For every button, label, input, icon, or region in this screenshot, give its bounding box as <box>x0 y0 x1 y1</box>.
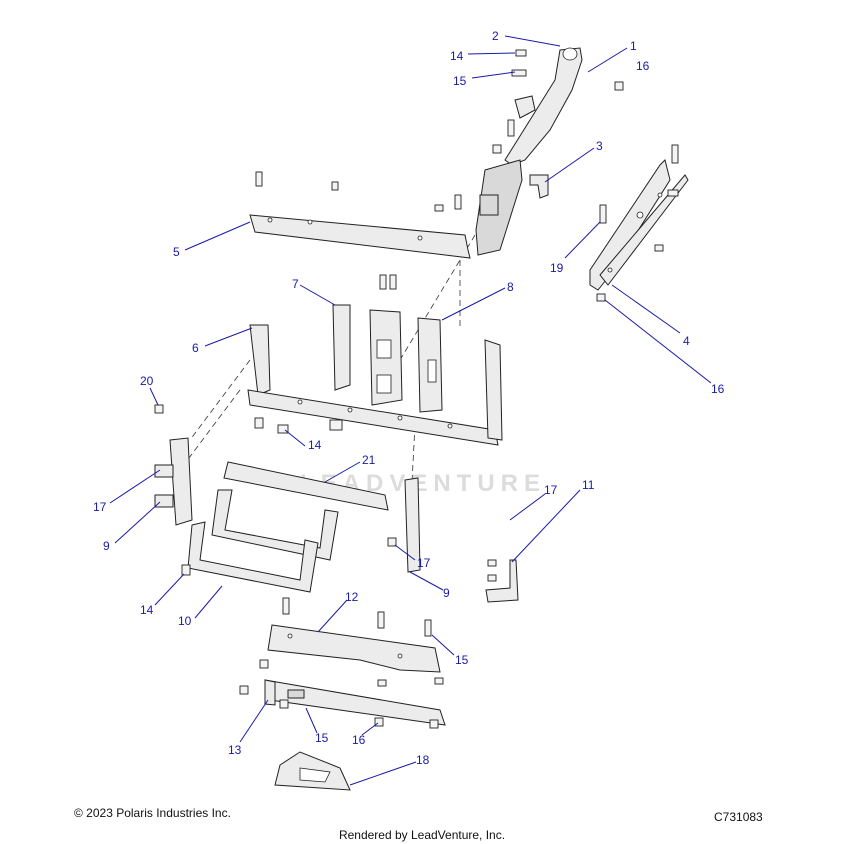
callout-label: 15 <box>453 74 467 88</box>
callout-label: 7 <box>292 277 299 291</box>
part-left-side-bracket <box>154 437 193 526</box>
callout-label: 20 <box>140 374 154 388</box>
callout-label: 11 <box>582 478 595 492</box>
rendered-by-text: Rendered by LeadVenture, Inc. <box>338 828 506 842</box>
callout-label: 15 <box>455 653 469 667</box>
part-bottom-rail <box>264 679 446 726</box>
callout-label: 14 <box>308 438 322 452</box>
callout-label: 1 <box>630 39 637 53</box>
callout-label: 4 <box>683 334 690 348</box>
part-upper-crossbar <box>249 214 471 259</box>
part-right-small-bracket <box>404 477 421 573</box>
leader-lines <box>109 35 712 786</box>
callout-label: 19 <box>550 261 564 275</box>
callout-label: 12 <box>345 590 359 604</box>
callout-label: 6 <box>192 341 199 355</box>
callout-label: 21 <box>362 453 376 467</box>
figure-id: C731083 <box>714 810 763 824</box>
part-upper-plate <box>211 461 389 561</box>
part-right-rail <box>589 159 689 291</box>
callout-label: 18 <box>416 753 430 767</box>
callout-label: 2 <box>492 29 499 43</box>
part-lower-crossbar <box>267 624 441 673</box>
callout-label: 17 <box>417 556 431 570</box>
copyright-text: © 2023 Polaris Industries Inc. <box>74 806 231 820</box>
callout-labels: 1 2 14 15 16 3 5 19 7 8 6 4 20 16 14 21 … <box>93 29 725 767</box>
part-small-bracket <box>529 174 549 199</box>
part-vertical-brackets <box>332 304 443 413</box>
part-main-frame <box>247 324 503 446</box>
callout-label: 3 <box>596 139 603 153</box>
callout-label: 13 <box>228 743 242 757</box>
hardware-fasteners <box>154 49 679 729</box>
callout-label: 9 <box>103 539 110 553</box>
callout-label: 17 <box>544 483 558 497</box>
callout-label: 5 <box>173 245 180 259</box>
callout-label: 9 <box>443 586 450 600</box>
callout-label: 17 <box>93 500 107 514</box>
part-upper-mount <box>475 47 583 256</box>
callout-label: 16 <box>636 59 650 73</box>
callout-label: 14 <box>140 603 154 617</box>
callout-label: 16 <box>711 382 725 396</box>
part-hitch-plate <box>274 751 351 791</box>
callout-label: 14 <box>450 49 464 63</box>
callout-label: 10 <box>178 614 192 628</box>
part-lower-loop-frame <box>187 521 319 593</box>
part-angle-bracket <box>485 559 519 603</box>
callout-label: 8 <box>507 280 514 294</box>
callout-label: 15 <box>315 731 329 745</box>
callout-label: 16 <box>352 733 366 747</box>
